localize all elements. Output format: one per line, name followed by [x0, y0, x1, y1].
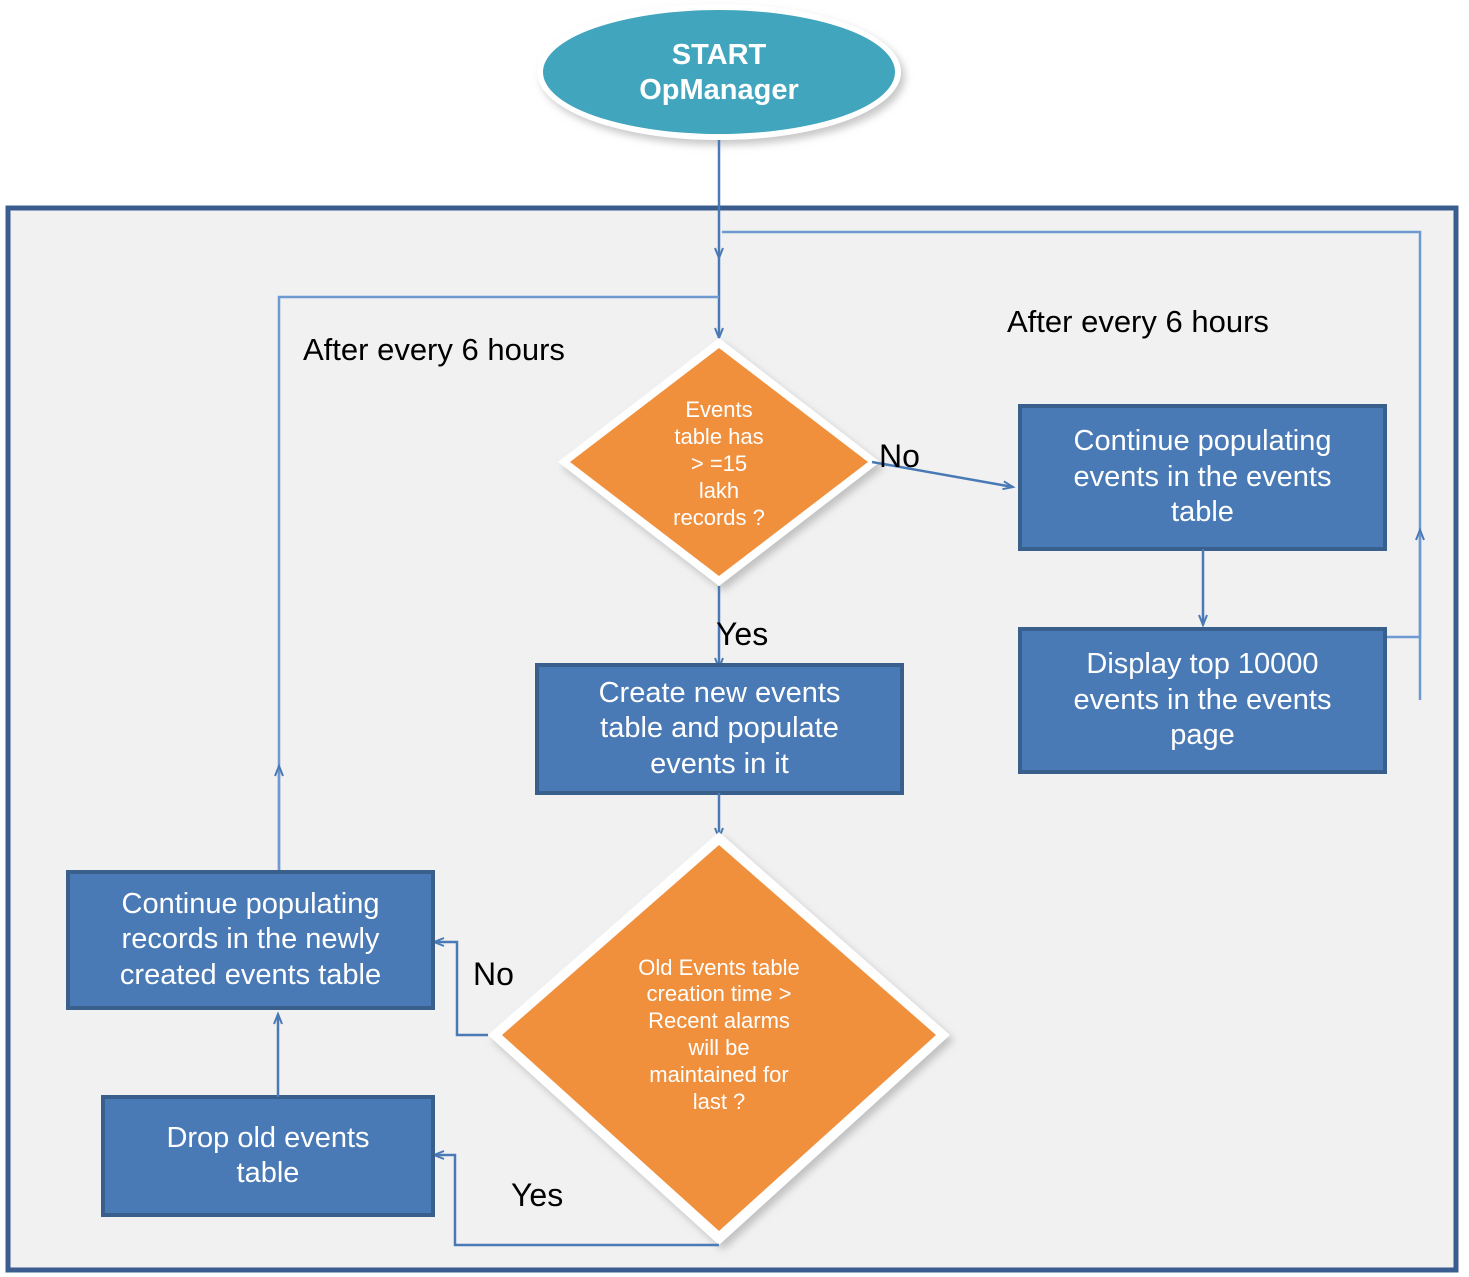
process-create-new-events-table-shape — [535, 663, 904, 795]
connector-decision2-no — [431, 937, 488, 1037]
label-yes-old-table: Yes — [511, 1177, 564, 1213]
process-display-top-events-shape — [1018, 627, 1387, 774]
label-no-old-table: No — [473, 956, 514, 992]
decision-events-table-size-shape — [558, 338, 880, 586]
process-continue-populating-records-shape — [66, 870, 435, 1010]
process-continue-populating-events-shape — [1018, 404, 1387, 551]
label-after-every-6-hours-left: After every 6 hours — [303, 332, 565, 367]
label-no-events-table-size: No — [879, 438, 920, 474]
label-after-every-6-hours-right: After every 6 hours — [1007, 304, 1269, 339]
connector-left-loop-back — [277, 295, 719, 940]
start-node-shape — [537, 4, 901, 140]
process-drop-old-events-table-shape — [101, 1095, 435, 1217]
connector-right-loop-back — [722, 230, 1422, 639]
connector-decision1-no — [871, 460, 1016, 491]
decision-old-table-creation-time-shape — [488, 832, 950, 1245]
connector-decision2-yes — [431, 1150, 719, 1247]
label-yes-events-table-size: Yes — [716, 616, 769, 652]
